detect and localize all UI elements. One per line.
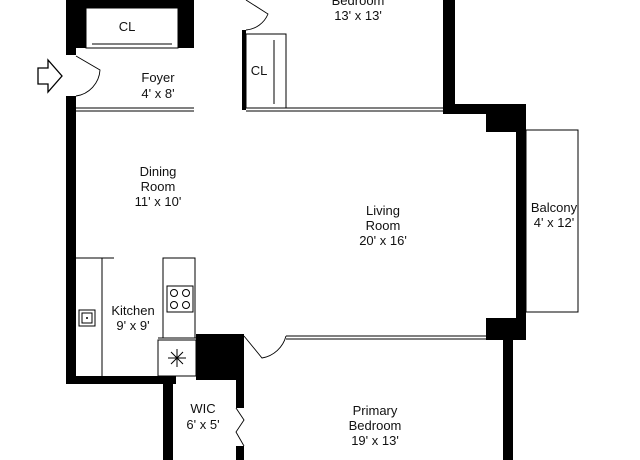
walls (66, 0, 526, 460)
foyer-name: Foyer (141, 70, 175, 85)
foyer-size: 4' x 8' (141, 86, 174, 101)
bedroom-top-size: 13' x 13' (334, 8, 382, 23)
dining-size: 11' x 10' (135, 194, 182, 209)
primary-size: 19' x 13' (351, 433, 399, 448)
balcony-size: 4' x 12' (534, 215, 574, 230)
bedroom-top-name: Bedroom (332, 0, 385, 8)
living-size: 20' x 16' (359, 233, 407, 248)
closet-right-label: CL (251, 63, 268, 78)
closet-top-label: CL (119, 19, 136, 34)
wic-size: 6' x 5' (186, 417, 219, 432)
kitchen-name: Kitchen (111, 303, 154, 318)
stove-burners-icon (166, 285, 194, 313)
living-name-line1: Living (366, 203, 400, 218)
dining-name-line2: Room (141, 179, 176, 194)
wic-name: WIC (190, 401, 215, 416)
primary-name-line2: Bedroom (349, 418, 402, 433)
sink-icon (78, 309, 96, 327)
balcony-name: Balcony (531, 200, 578, 215)
interior-lines (76, 0, 579, 460)
doors (75, 0, 287, 447)
dining-name-line1: Dining (140, 164, 177, 179)
primary-name-line1: Primary (353, 403, 398, 418)
entry-arrow-icon (37, 58, 63, 94)
snowflake-fridge-icon (168, 349, 186, 367)
kitchen-size: 9' x 9' (116, 318, 149, 333)
living-name-line2: Room (366, 218, 401, 233)
